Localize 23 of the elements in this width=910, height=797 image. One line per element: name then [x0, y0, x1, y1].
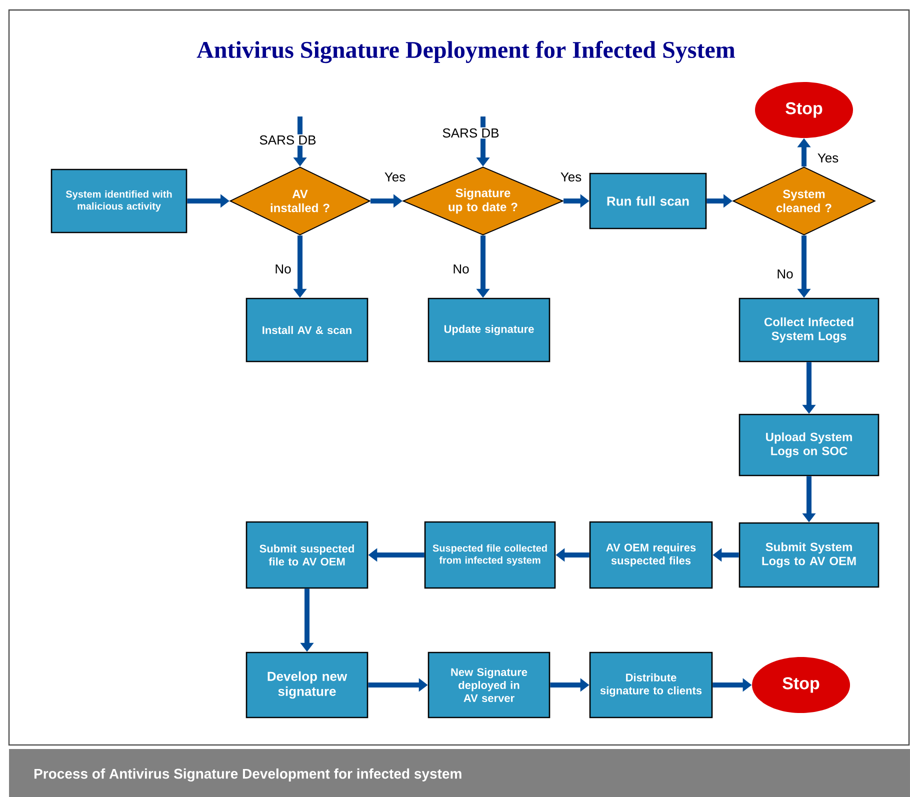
edge-label: SARS DB — [441, 127, 500, 139]
process-box: Develop new signature — [246, 652, 368, 718]
edge-label: No — [776, 268, 794, 280]
process-box: Run full scan — [589, 172, 707, 230]
process-box: System identified with malicious activity — [50, 168, 188, 234]
title: Antivirus Signature Deployment for Infected System — [196, 40, 735, 64]
edge-label: Yes — [816, 152, 840, 164]
stop-oval: Stop — [752, 657, 850, 713]
process-box: Install AV & scan — [246, 298, 368, 362]
process-box: Distribute signature to clients — [589, 652, 713, 718]
edge-label: No — [452, 263, 470, 275]
stop-oval: Stop — [755, 82, 853, 138]
edge-label: No — [274, 263, 292, 275]
process-box: New Signature deployed in AV server — [428, 652, 550, 718]
process-box: Update signature — [428, 298, 550, 362]
caption-band: Process of Antivirus Signature Development for infected system — [9, 749, 910, 797]
process-box: Upload System Logs on SOC — [738, 414, 880, 476]
edge-label: SARS DB — [258, 134, 318, 146]
process-box: Submit System Logs to AV OEM — [738, 522, 880, 588]
process-box: Suspected file collected from infected system — [424, 521, 556, 589]
process-box: Collect Infected System Logs — [738, 298, 880, 362]
process-box: Submit suspected file to AV OEM — [246, 521, 368, 589]
process-box: AV OEM requires suspected files — [589, 521, 713, 589]
